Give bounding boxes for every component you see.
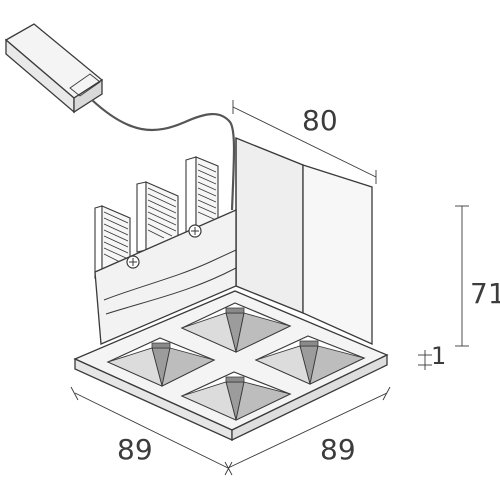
reflector-cell — [106, 337, 216, 387]
dimension-width-right-label: 89 — [320, 433, 356, 466]
dimension-depth-label: 80 — [302, 104, 338, 137]
dimension-trim-label: 1 — [431, 342, 446, 370]
dimension-width-left: 89 — [70, 386, 233, 476]
dimension-height-label: 71 — [470, 277, 500, 310]
dimension-height: 71 — [455, 205, 500, 347]
dimension-width-right: 89 — [224, 386, 391, 476]
dimension-width-left-label: 89 — [117, 433, 153, 466]
driver-box — [4, 23, 104, 114]
dimension-depth: 80 — [232, 100, 377, 184]
screw-icon — [188, 224, 202, 238]
cable — [91, 99, 236, 211]
screw-icon — [126, 255, 140, 269]
reflector-cell — [180, 371, 292, 421]
reflector-cell — [180, 302, 292, 353]
heat-sink — [94, 156, 219, 279]
reflector-cell — [254, 335, 366, 385]
dimension-trim: 1 — [418, 342, 446, 370]
trim-plate — [73, 290, 389, 442]
housing-box — [235, 137, 373, 346]
